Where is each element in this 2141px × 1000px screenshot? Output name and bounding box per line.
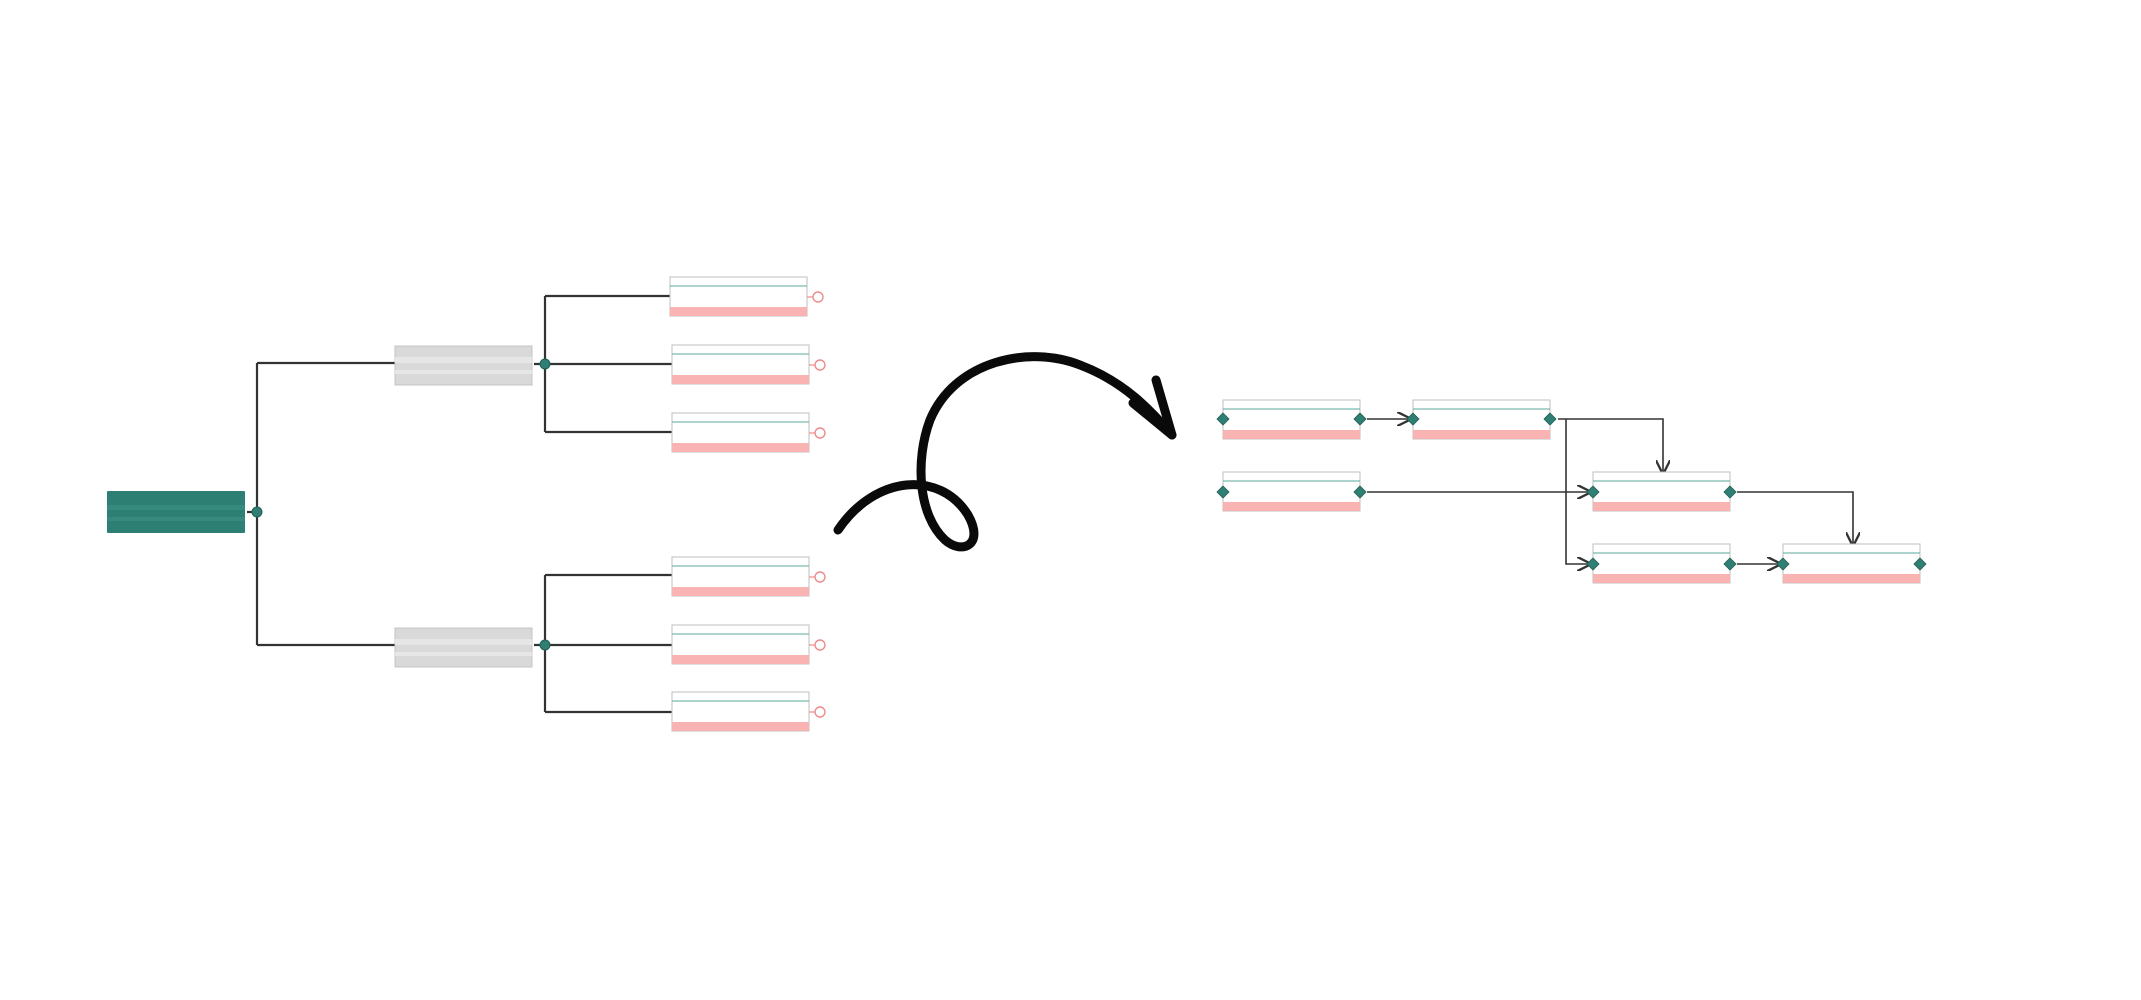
task-f-start-handle[interactable] — [1776, 557, 1790, 571]
task-a-finish-handle[interactable] — [1353, 412, 1367, 426]
summary-2-node-dot[interactable] — [539, 639, 551, 651]
network-task-card-e[interactable] — [1592, 543, 1731, 584]
expand-handle-1-1[interactable] — [807, 291, 824, 303]
task-e-finish-handle[interactable] — [1723, 557, 1737, 571]
wbs-tree — [107, 276, 826, 732]
task-b-start-handle[interactable] — [1406, 412, 1420, 426]
network-task-card-b[interactable] — [1412, 399, 1551, 440]
link-d-f — [1737, 491, 1853, 545]
branch-2-connector — [534, 573, 672, 714]
task-f-finish-handle[interactable] — [1913, 557, 1927, 571]
task-d-start-handle[interactable] — [1586, 485, 1600, 499]
network-task-card-d[interactable] — [1592, 471, 1731, 512]
wbs-summary-node-2[interactable] — [394, 627, 533, 668]
network-task-card-c[interactable] — [1222, 471, 1361, 512]
link-b-d — [1558, 418, 1663, 473]
looping-arrow-icon — [833, 352, 1177, 552]
task-d-finish-handle[interactable] — [1723, 485, 1737, 499]
expand-handle-2-1[interactable] — [809, 571, 826, 583]
wbs-summary-node-1[interactable] — [394, 345, 533, 386]
root-connector — [247, 361, 395, 647]
expand-handle-2-3[interactable] — [809, 706, 826, 718]
wbs-leaf-card-1-3[interactable] — [671, 412, 810, 453]
summary-1-node-dot[interactable] — [539, 358, 551, 370]
task-e-start-handle[interactable] — [1586, 557, 1600, 571]
wbs-leaf-card-1-1[interactable] — [669, 276, 808, 317]
link-b-e — [1565, 419, 1590, 564]
wbs-leaf-card-2-1[interactable] — [671, 556, 810, 597]
task-b-finish-handle[interactable] — [1543, 412, 1557, 426]
task-c-start-handle[interactable] — [1216, 485, 1230, 499]
expand-handle-1-3[interactable] — [809, 427, 826, 439]
network-links — [1367, 419, 1853, 564]
branch-1-connector — [534, 294, 672, 434]
network-task-card-a[interactable] — [1222, 399, 1361, 440]
network-diagram — [1216, 399, 1927, 584]
network-task-card-f[interactable] — [1782, 543, 1921, 584]
task-a-start-handle[interactable] — [1216, 412, 1230, 426]
wbs-leaf-card-1-2[interactable] — [671, 344, 810, 385]
root-node-dot[interactable] — [251, 506, 263, 518]
expand-handle-2-2[interactable] — [809, 639, 826, 651]
task-c-finish-handle[interactable] — [1353, 485, 1367, 499]
expand-handle-1-2[interactable] — [809, 359, 826, 371]
wbs-root-node[interactable] — [107, 491, 245, 533]
wbs-leaf-card-2-2[interactable] — [671, 624, 810, 665]
wbs-leaf-card-2-3[interactable] — [671, 691, 810, 732]
